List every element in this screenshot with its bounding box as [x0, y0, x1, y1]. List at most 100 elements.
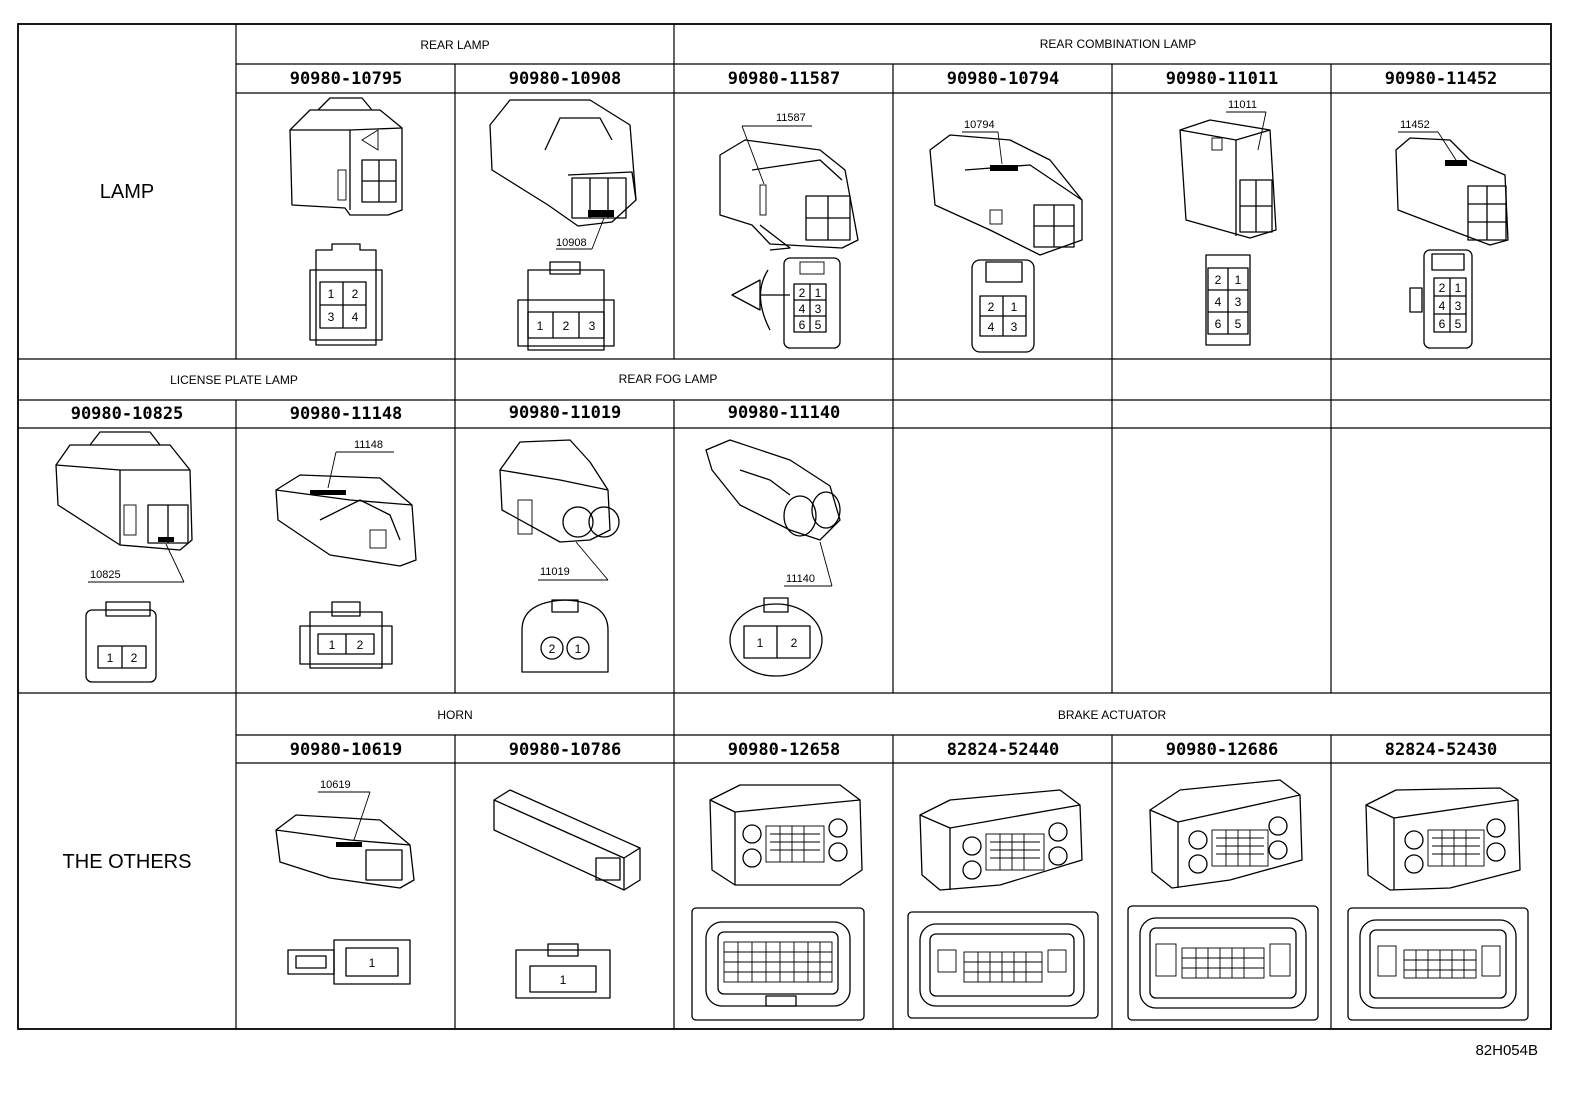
group-rear-combination-lamp: REAR COMBINATION LAMP — [1040, 37, 1196, 51]
connector-drawing-10825: 10825 — [55, 431, 193, 583]
pin-label: 4 — [799, 302, 806, 316]
part-number: 90980-10908 — [509, 69, 622, 89]
pin-label: 1 — [328, 287, 335, 301]
pin-label: 6 — [799, 318, 806, 332]
part-number: 90980-10786 — [509, 740, 622, 760]
connector-drawing-11587: 11587 — [719, 112, 859, 251]
callout-label: 10619 — [320, 779, 351, 791]
part-number: 90980-11011 — [1166, 69, 1279, 89]
pin-label: 2 — [1215, 273, 1222, 287]
connector-drawing-11452: 11452 — [1395, 119, 1509, 246]
callout-label: 10794 — [964, 119, 995, 131]
pin-label: 2 — [799, 286, 806, 300]
connector-face-52440 — [907, 911, 1099, 1019]
part-number: 82824-52440 — [947, 740, 1060, 760]
pin-label: 1 — [575, 642, 582, 656]
group-horn: HORN — [437, 708, 472, 722]
connector-face-10619: 1 — [287, 939, 411, 985]
connector-drawing-10794: 10794 — [929, 119, 1083, 256]
connector-drawing-12658 — [709, 784, 863, 886]
part-number: 90980-12658 — [728, 740, 841, 760]
pin-label: 1 — [1011, 300, 1018, 314]
connector-drawing-10795 — [289, 97, 403, 216]
part-number: 90980-11140 — [728, 403, 841, 423]
pin-label: 1 — [107, 651, 114, 665]
group-rear-lamp: REAR LAMP — [420, 38, 489, 52]
pin-label: 5 — [1455, 317, 1462, 331]
pin-label: 4 — [988, 320, 995, 334]
pin-label: 2 — [357, 638, 364, 652]
category-the-others: THE OTHERS — [63, 851, 192, 873]
pin-label: 1 — [815, 286, 822, 300]
connector-drawing-11148: 11148 — [275, 439, 417, 567]
pin-label: 6 — [1215, 317, 1222, 331]
pin-label: 3 — [328, 310, 335, 324]
pin-label: 1 — [1235, 273, 1242, 287]
pin-label: 4 — [1439, 299, 1446, 313]
connector-face-52430 — [1347, 907, 1529, 1021]
connector-drawing-10786 — [493, 789, 641, 891]
pin-label: 1 — [560, 973, 567, 987]
pin-label: 2 — [563, 319, 570, 333]
part-number: 90980-11587 — [728, 69, 841, 89]
pin-label: 5 — [815, 318, 822, 332]
pin-label: 3 — [1235, 295, 1242, 309]
connector-drawing-52440 — [919, 789, 1083, 891]
group-license-plate-lamp: LICENSE PLATE LAMP — [170, 373, 298, 387]
pin-label: 3 — [815, 302, 822, 316]
connector-face-10794: 2 1 4 3 — [971, 259, 1035, 353]
connector-face-11011: 2 1 4 3 6 5 — [1205, 254, 1251, 346]
connector-face-12658 — [691, 907, 865, 1021]
connector-drawing-11011: 11011 — [1179, 99, 1277, 239]
pin-label: 3 — [1011, 320, 1018, 334]
category-lamp: LAMP — [100, 181, 154, 203]
table-grid — [17, 23, 1552, 1030]
connector-drawing-12686 — [1149, 779, 1303, 889]
pin-label: 5 — [1235, 317, 1242, 331]
pin-label: 3 — [589, 319, 596, 333]
pin-label: 1 — [329, 638, 336, 652]
part-number: 90980-10619 — [290, 740, 403, 760]
connector-face-11587: 2 1 4 3 6 5 — [731, 257, 841, 349]
callout-label: 10825 — [90, 569, 121, 581]
part-number: 90980-10825 — [71, 404, 184, 424]
pin-label: 1 — [369, 956, 376, 970]
pin-label: 1 — [757, 636, 764, 650]
callout-label: 10908 — [556, 237, 587, 249]
part-number: 90980-10795 — [290, 69, 403, 89]
pin-label: 1 — [537, 319, 544, 333]
connector-face-10908: 1 2 3 — [517, 261, 615, 351]
connector-drawing-11019: 11019 — [499, 439, 620, 581]
pin-label: 2 — [352, 287, 359, 301]
callout-label: 11148 — [354, 439, 383, 451]
pin-label: 1 — [1455, 281, 1462, 295]
pin-label: 4 — [352, 310, 359, 324]
callout-label: 11011 — [1228, 99, 1257, 111]
pin-label: 2 — [988, 300, 995, 314]
connector-drawing-10619: 10619 — [275, 779, 415, 889]
part-number: 82824-52430 — [1385, 740, 1498, 760]
figure-reference: 82H054B — [1475, 1042, 1538, 1059]
connector-face-12686 — [1127, 905, 1319, 1021]
callout-label: 11019 — [540, 566, 570, 578]
pin-label: 2 — [791, 636, 798, 650]
connector-face-11148: 1 2 — [299, 601, 393, 669]
part-number: 90980-12686 — [1166, 740, 1279, 760]
part-number: 90980-11452 — [1385, 69, 1498, 89]
part-number: 90980-11019 — [509, 403, 622, 423]
pin-label: 4 — [1215, 295, 1222, 309]
connector-face-10795: 1 2 3 4 — [309, 243, 383, 346]
pin-label: 3 — [1455, 299, 1462, 313]
connector-face-11019: 2 1 — [521, 599, 609, 673]
connector-face-11140: 1 2 — [729, 597, 823, 677]
group-brake-actuator: BRAKE ACTUATOR — [1058, 708, 1167, 722]
pin-label: 6 — [1439, 317, 1446, 331]
part-number: 90980-11148 — [290, 404, 403, 424]
pin-label: 2 — [131, 651, 138, 665]
group-rear-fog-lamp: REAR FOG LAMP — [619, 372, 718, 386]
pin-label: 2 — [1439, 281, 1446, 295]
connector-drawing-10908: 10908 — [489, 99, 637, 250]
pin-label: 2 — [549, 642, 556, 656]
connector-face-10786: 1 — [515, 943, 611, 999]
